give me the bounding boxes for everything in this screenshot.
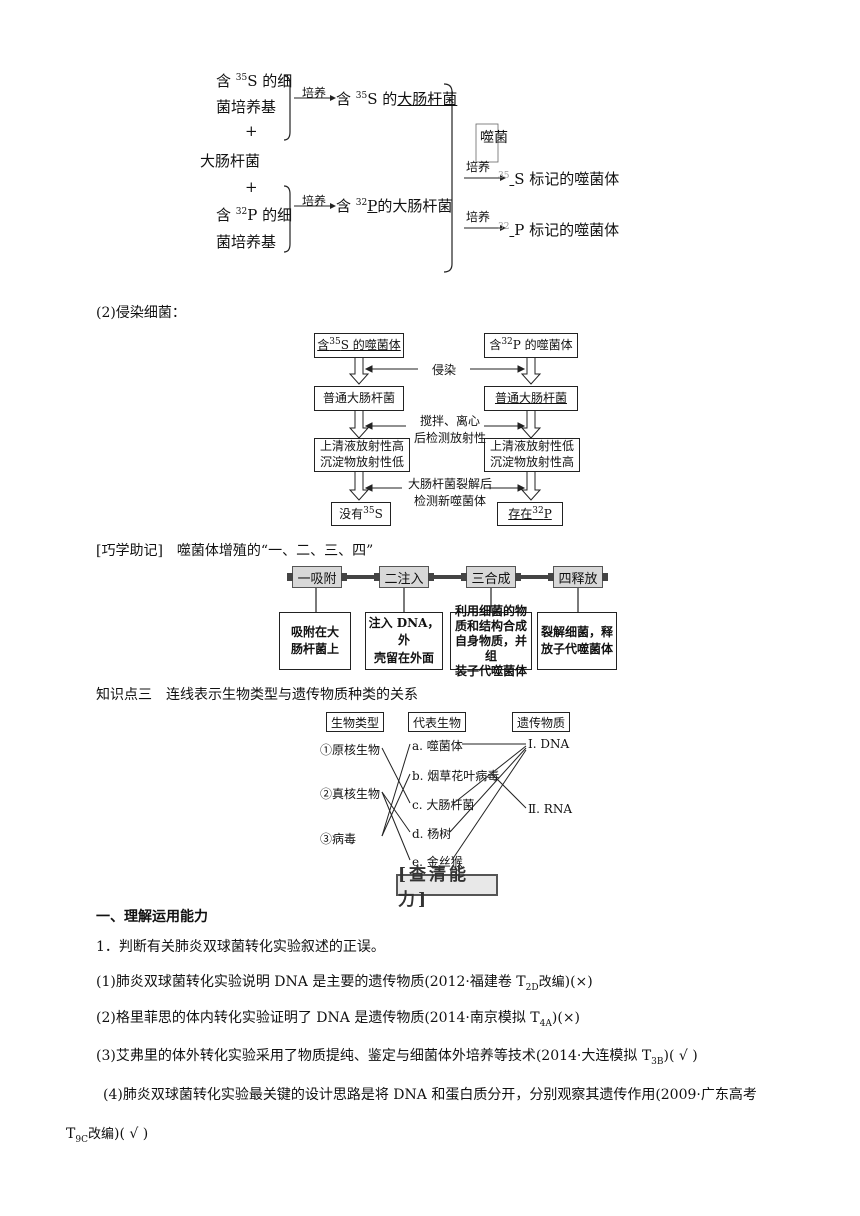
item-1: (1)肺炎双球菌转化实验说明 DNA 是主要的遗传物质(2012·福建卷 T2D… [96, 974, 593, 993]
infect-heading: (2)侵染细菌： [96, 305, 186, 321]
step-release: 四释放 [548, 566, 608, 588]
desc-release: 裂解细菌，释放子代噬菌体 [537, 612, 617, 670]
culture-lines [283, 75, 506, 273]
item-4: (4)肺炎双球菌转化实验最关键的设计思路是将 DNA 和蛋白质分开，分别观察其遗… [103, 1087, 757, 1103]
result-32p-ecoli: 含 32P的大肠杆菌 [336, 197, 453, 215]
hdr-example: 代表生物 [408, 712, 466, 732]
type-eukaryote: ②真核生物 [320, 787, 381, 801]
phage-box-label: 噬菌 [480, 130, 508, 146]
example-ecoli: c. 大肠杆菌 [412, 798, 475, 812]
infection-arrows [348, 358, 542, 501]
left-box-result: 上清液放射性高沉淀物放射性低 [314, 438, 410, 472]
ecoli-label: 大肠杆菌 [200, 152, 261, 170]
arrow-label-out-2: 培养 [466, 210, 491, 224]
item-4-tail: T9C改编)( √ ) [66, 1126, 149, 1145]
type-virus: ③病毒 [320, 832, 357, 846]
left-box-35s-phage: 含35S 的噬菌体 [314, 333, 404, 358]
question-1: 1．判断有关肺炎双球菌转化实验叙述的正误。 [96, 939, 385, 955]
material-dna: Ⅰ. DNA [528, 737, 570, 751]
arrow-label-culture-1: 培养 [302, 86, 327, 100]
example-monkey: e. 金丝猴 [412, 855, 463, 869]
desc-inject: 注入 DNA，外壳留在外面 [365, 612, 443, 670]
plus-sign-2: + [245, 178, 258, 196]
kp3-match-lines [381, 743, 527, 861]
step-synthesize: 三合成 [461, 566, 521, 588]
output-35s-phage: 35 S 标记的噬菌体 [498, 170, 620, 188]
mid-label-lysis: 大肠杆菌裂解后检测新噬菌体 [408, 477, 493, 508]
left-box-no-35s: 没有35S [331, 502, 391, 526]
step-inject: 二注入 [374, 566, 434, 588]
hdr-genetic-material: 遗传物质 [512, 712, 570, 732]
material-rna: Ⅱ. RNA [528, 802, 572, 816]
right-box-32p-phage: 含32P 的噬菌体 [484, 333, 578, 358]
result-35s-ecoli: 含 35S 的大肠杆菌 [336, 90, 458, 108]
item-3: (3)艾弗里的体外转化实验采用了物质提纯、鉴定与细菌体外培养等技术(2014·大… [96, 1048, 698, 1067]
left-medium-35s-line1: 含 35S 的细 [216, 72, 293, 90]
left-medium-35s-line2: 菌培养基 [216, 98, 277, 116]
right-box-has-32p: 存在32P [497, 502, 563, 526]
desc-synthesize: 利用细菌的物质和结构合成自身物质，并组装子代噬菌体 [450, 604, 532, 678]
type-prokaryote: ①原核生物 [320, 743, 381, 757]
step-adsorb: 一吸附 [287, 566, 347, 588]
mid-label-stir: 搅拌、离心后检测放射性 [414, 414, 487, 445]
example-phage: a. 噬菌体 [412, 739, 463, 753]
arrow-label-culture-2: 培养 [302, 194, 327, 208]
right-box-result: 上清液放射性低沉淀物放射性高 [484, 438, 580, 472]
kp3-title: 知识点三 连线表示生物类型与遗传物质种类的关系 [96, 687, 418, 703]
section-title: 一、理解运用能力 [96, 909, 208, 925]
example-poplar: d. 杨树 [412, 827, 452, 841]
item-2: (2)格里菲思的体内转化实验证明了 DNA 是遗传物质(2014·南京模拟 T4… [96, 1010, 581, 1029]
hdr-organism-type: 生物类型 [326, 712, 384, 732]
arrow-label-out-1: 培养 [466, 160, 491, 174]
example-tmv: b. 烟草花叶病毒 [412, 769, 500, 783]
plus-sign-1: + [245, 122, 258, 140]
output-32p-phage: 32 P 标记的噬菌体 [498, 221, 620, 239]
left-medium-32p-line2: 菌培养基 [216, 233, 277, 251]
right-box-ecoli: 普通大肠杆菌 [484, 386, 578, 411]
mid-label-infect: 侵染 [432, 363, 457, 377]
desc-adsorb: 吸附在大肠杆菌上 [279, 612, 351, 670]
left-box-ecoli: 普通大肠杆菌 [314, 386, 404, 411]
left-medium-32p-line1: 含 32P 的细 [216, 206, 293, 224]
check-ability-badge: [查清能力] [396, 865, 498, 910]
tip-label: [巧学助记] 噬菌体增殖的“一、二、三、四” [96, 543, 374, 559]
